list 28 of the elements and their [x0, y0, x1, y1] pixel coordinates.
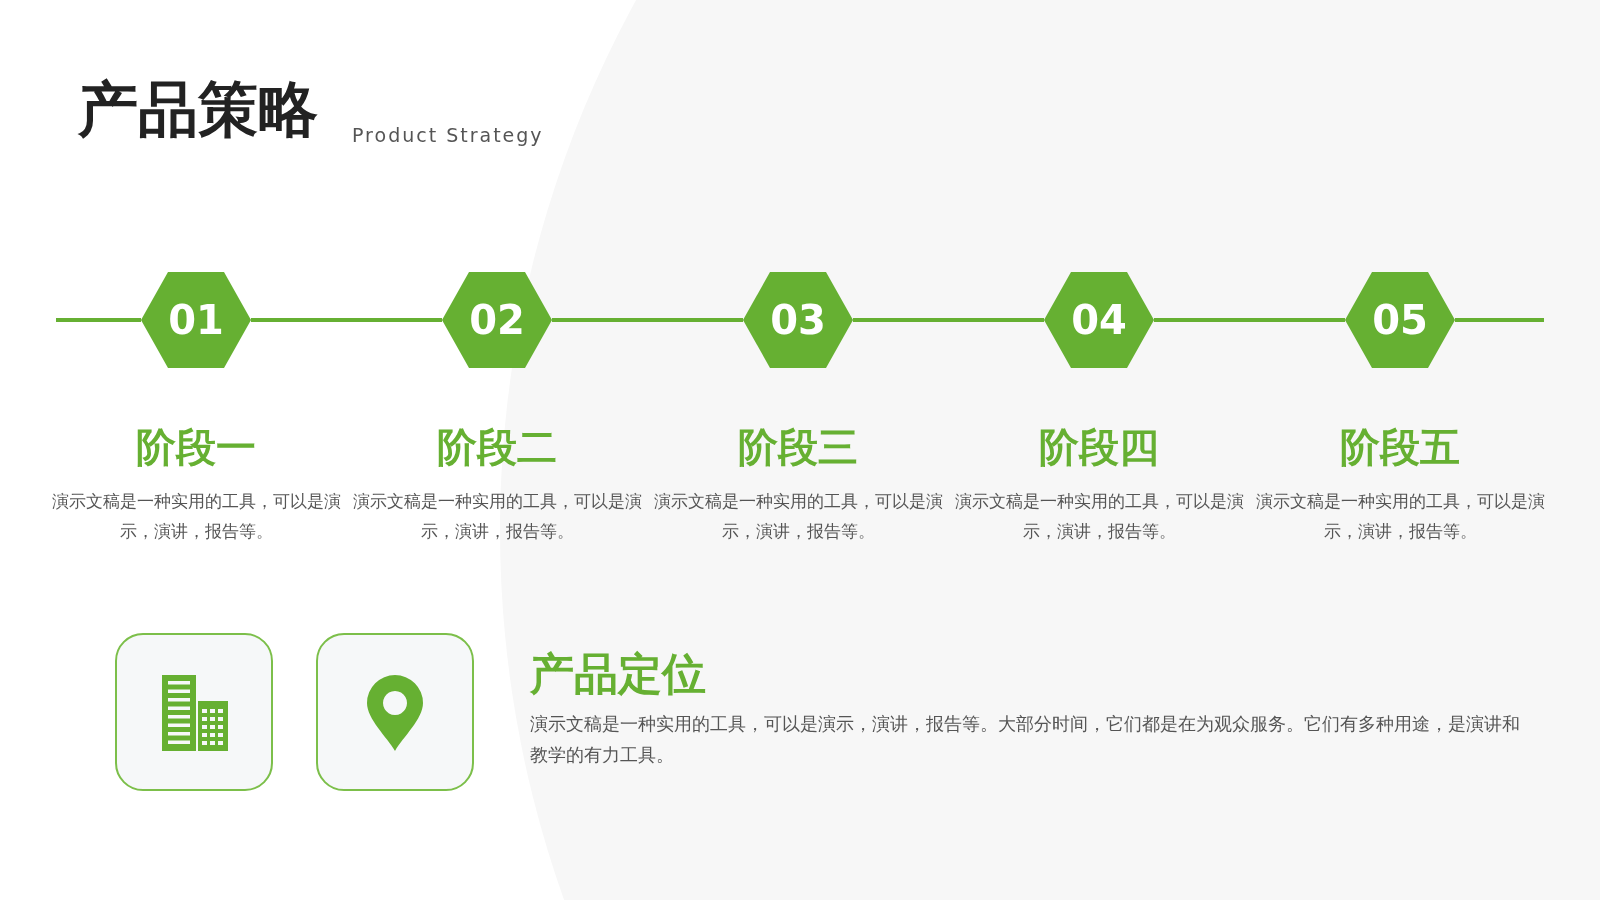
stage-description: 演示文稿是一种实用的工具，可以是演示，演讲，报告等。: [51, 490, 341, 543]
step-number: 02: [468, 296, 526, 345]
connector-line: [552, 318, 743, 322]
connector-line: [853, 318, 1044, 322]
stage-description: 演示文稿是一种实用的工具，可以是演示，演讲，报告等。: [954, 490, 1244, 543]
hexagon-node: [442, 272, 552, 368]
stage-description: 演示文稿是一种实用的工具，可以是演示，演讲，报告等。: [352, 490, 642, 543]
section-heading: 产品定位: [530, 647, 706, 701]
step-number: 01: [167, 296, 225, 345]
hexagon-node: [141, 272, 251, 368]
stage-description: 演示文稿是一种实用的工具，可以是演示，演讲，报告等。: [1255, 490, 1545, 543]
step-number: 04: [1070, 296, 1128, 345]
hexagon-node: [743, 272, 853, 368]
hexagon-node: [1345, 272, 1455, 368]
stage-description: 演示文稿是一种实用的工具，可以是演示，演讲，报告等。: [653, 490, 943, 543]
body-text: 演示文稿是一种实用的工具，可以是演示，演讲，报告等。大部分时间，它们都是在为观众服务。它们有多种用途，是演讲和教学的有力工具。: [530, 712, 1521, 767]
stage-heading: 阶段五: [1339, 423, 1461, 472]
stage-heading: 阶段四: [1038, 423, 1160, 472]
page-title: 产品策略: [78, 73, 318, 146]
connector-line: [1154, 318, 1345, 322]
subtitle: Product Strategy: [352, 124, 544, 146]
step-number: 05: [1371, 296, 1429, 345]
stage-heading: 阶段三: [737, 423, 859, 472]
connector-line: [251, 318, 442, 322]
stage-heading: 阶段一: [135, 423, 257, 472]
stage-heading: 阶段二: [436, 423, 558, 472]
step-number: 03: [769, 296, 827, 345]
hexagon-node: [1044, 272, 1154, 368]
